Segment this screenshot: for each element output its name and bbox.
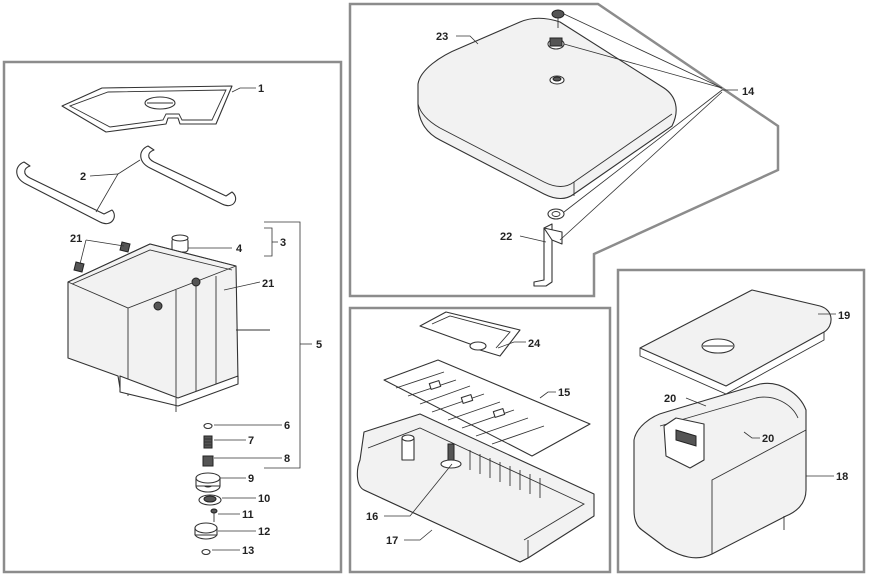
part-6-13-valve-stack (194, 422, 222, 556)
part-22-bracket (533, 223, 563, 287)
callout-16: 16 (366, 511, 378, 523)
callout-15: 15 (558, 387, 570, 399)
callout-23: 23 (436, 31, 448, 43)
callout-20-top: 20 (664, 393, 676, 405)
leaders-right (685, 313, 836, 477)
callout-5: 5 (316, 339, 322, 351)
callout-22: 22 (500, 231, 512, 243)
callout-19: 19 (838, 310, 850, 322)
callout-21-side: 21 (262, 278, 274, 290)
callout-24: 24 (528, 338, 541, 350)
leaders-middle (384, 341, 556, 541)
callout-14: 14 (742, 86, 755, 98)
part-24-float (419, 311, 521, 357)
part-19-lid (639, 289, 832, 395)
callout-9: 9 (248, 473, 254, 485)
callout-18: 18 (836, 471, 848, 483)
callout-6: 6 (284, 420, 290, 432)
callout-21-top: 21 (70, 233, 82, 245)
callout-3: 3 (280, 237, 286, 249)
panel-grounds-box: 19 20 20 18 (616, 268, 866, 574)
part-5-tank-body (67, 243, 270, 412)
panel-top-cover: 23 14 22 (348, 2, 780, 298)
panel-water-tank: 1 2 3 4 21 21 5 6 7 8 9 10 11 12 13 (2, 60, 343, 574)
callout-13: 13 (242, 545, 254, 557)
callout-17: 17 (386, 535, 398, 547)
callout-20-side: 20 (762, 433, 774, 445)
part-14-fixings (547, 9, 565, 220)
part-2-handles (16, 145, 237, 225)
leaders-left (79, 87, 312, 551)
part-18-grounds-box (633, 382, 807, 559)
part-17-tray (356, 413, 595, 563)
part-23-cover (417, 17, 677, 200)
callout-7: 7 (248, 435, 254, 447)
part-15-grid (383, 359, 591, 457)
panel-drip-tray: 24 15 16 17 (348, 306, 612, 574)
part-1-lid-seal (61, 85, 233, 133)
callout-1: 1 (258, 83, 264, 95)
callout-2: 2 (80, 171, 86, 183)
callout-12: 12 (258, 526, 270, 538)
callout-8: 8 (284, 453, 290, 465)
callout-11: 11 (242, 509, 254, 521)
leaders-top (456, 13, 738, 243)
callout-10: 10 (258, 493, 270, 505)
callout-4: 4 (236, 243, 243, 255)
